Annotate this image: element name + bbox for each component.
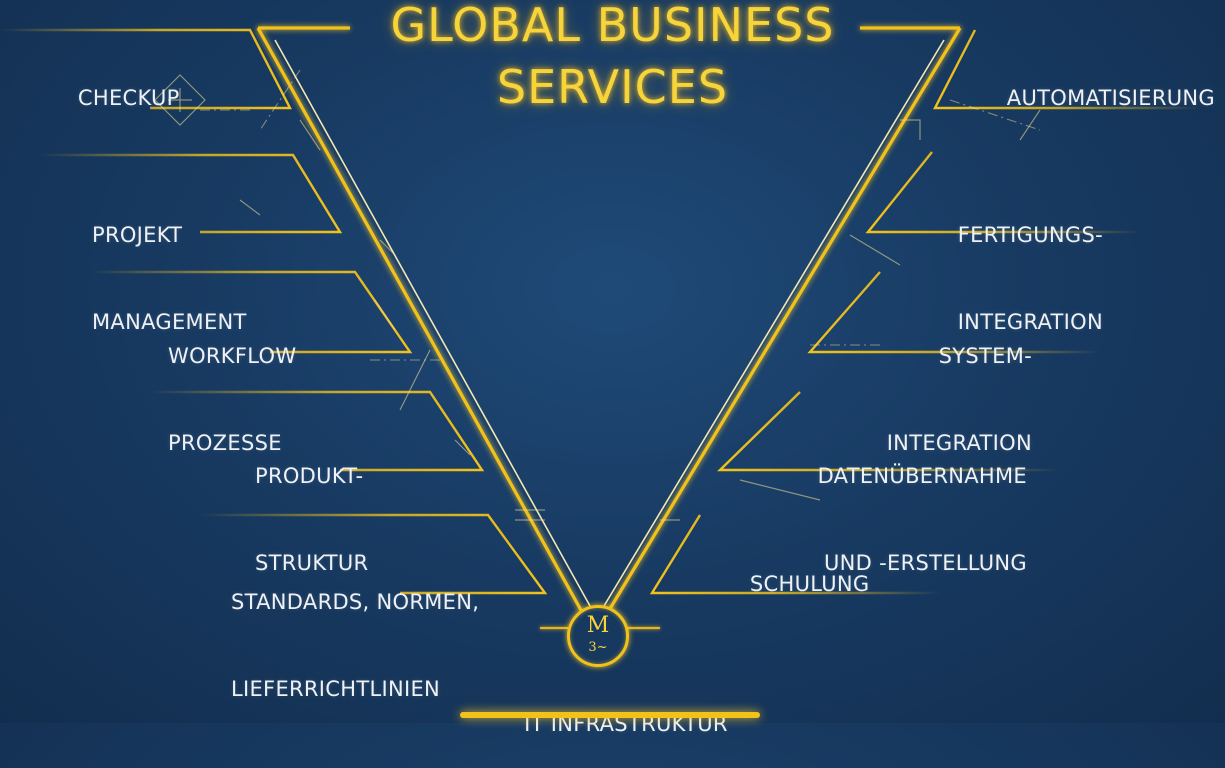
label-projekt-management: PROJEKT MANAGEMENT xyxy=(92,163,247,395)
technical-sketch-marks xyxy=(154,69,1041,521)
title-line-1: GLOBAL BUSINESS xyxy=(390,0,835,52)
label-line-1: PROJEKT xyxy=(92,223,183,247)
label-datenuebernahme: DATENÜBERNAHME UND -ERSTELLUNG xyxy=(818,404,1027,636)
label-fertigungs-integration: FERTIGUNGS- INTEGRATION xyxy=(958,163,1103,395)
gbs-v-diagram: GLOBAL BUSINESS SERVICES CHECKUP PROJEKT… xyxy=(0,0,1225,736)
label-line-1: CHECKUP xyxy=(77,86,180,110)
label-line-1: WORKFLOW xyxy=(168,344,297,368)
bottom-glow-bar xyxy=(460,712,760,718)
label-line-2: LIEFERRICHTLINIEN xyxy=(231,677,441,701)
label-produkt-struktur: PRODUKT- STRUKTUR xyxy=(255,404,368,636)
label-schulung: SCHULUNG xyxy=(722,541,869,628)
label-automatisierung: AUTOMATISIERUNG xyxy=(979,55,1215,142)
label-it-infrastruktur: IT INFRASTRUKTUR xyxy=(412,681,812,768)
title-line-2: SERVICES xyxy=(496,60,729,114)
label-line-2: PROZESSE xyxy=(168,431,282,455)
label-workflow-prozesse: WORKFLOW PROZESSE xyxy=(168,284,296,516)
label-line-1: FERTIGUNGS- xyxy=(957,223,1103,247)
label-line-2: MANAGEMENT xyxy=(92,310,247,334)
label-line-1: SCHULUNG xyxy=(749,572,870,596)
motor-letter: M xyxy=(586,613,610,638)
label-line-2: STRUKTUR xyxy=(255,551,369,575)
label-line-1: PRODUKT- xyxy=(255,464,364,488)
right-brackets xyxy=(640,28,1225,630)
label-standards-normen: STANDARDS, NORMEN, LIEFERRICHTLINIEN xyxy=(231,530,479,762)
label-line-1: DATENÜBERNAHME xyxy=(817,464,1027,488)
label-line-2: UND -ERSTELLUNG xyxy=(824,551,1027,575)
label-system-integration: SYSTEM- INTEGRATION xyxy=(887,284,1032,516)
label-checkup: CHECKUP xyxy=(50,55,180,142)
v-outline xyxy=(256,26,962,613)
v-shape-drawing xyxy=(0,26,1225,630)
label-line-1: AUTOMATISIERUNG xyxy=(1006,86,1215,110)
v-inner-outline xyxy=(274,39,945,607)
diagram-title: GLOBAL BUSINESS SERVICES xyxy=(300,0,925,118)
motor-subscript: 3~ xyxy=(588,640,608,655)
label-line-2: INTEGRATION xyxy=(957,310,1103,334)
motor-symbol-icon: M 3~ xyxy=(567,605,629,667)
label-line-2: INTEGRATION xyxy=(886,431,1032,455)
label-line-1: STANDARDS, NORMEN, xyxy=(231,590,480,614)
label-line-1: SYSTEM- xyxy=(938,344,1032,368)
left-brackets xyxy=(0,28,560,630)
